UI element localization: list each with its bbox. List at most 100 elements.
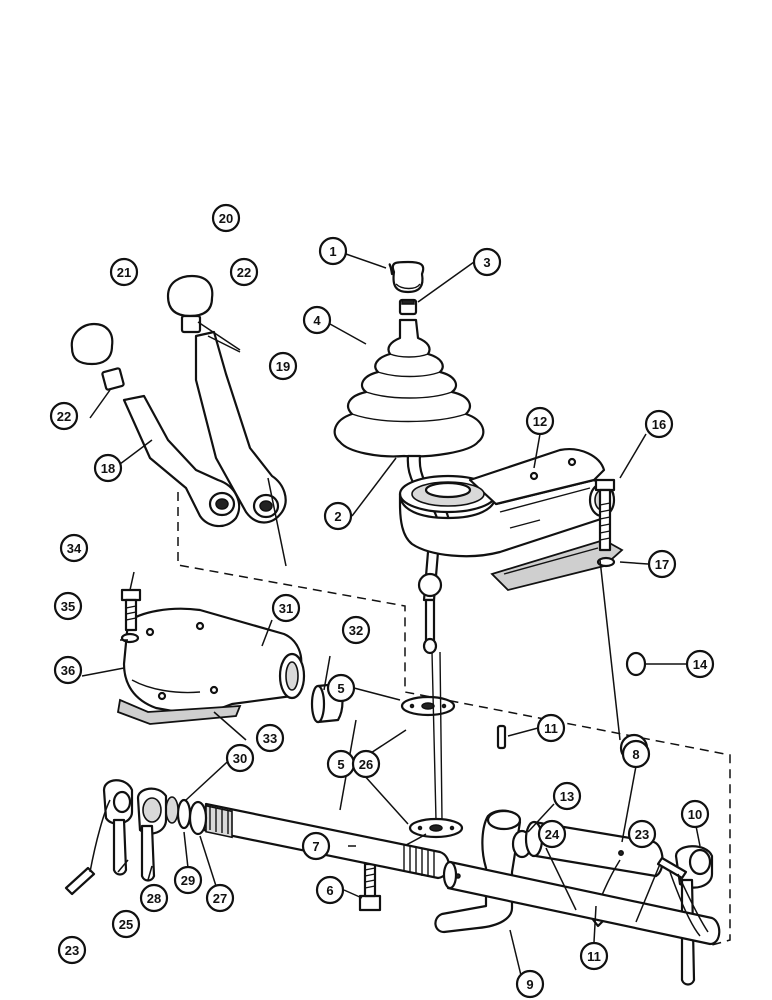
callout-5b: 5 <box>326 749 356 779</box>
callout-10: 10 <box>680 799 710 829</box>
svg-text:5: 5 <box>337 757 344 772</box>
callout-30: 30 <box>225 743 255 773</box>
callout-6: 6 <box>315 875 345 905</box>
svg-text:14: 14 <box>693 657 708 672</box>
callout-label: 26 <box>359 757 373 772</box>
callout-13: 13 <box>552 781 582 811</box>
selector-housing <box>398 448 616 558</box>
svg-text:1: 1 <box>329 244 336 259</box>
svg-text:22: 22 <box>237 265 251 280</box>
svg-text:19: 19 <box>276 359 290 374</box>
rubber-gaiter-boot <box>333 318 485 458</box>
callout-7: 7 <box>301 831 331 861</box>
svg-text:16: 16 <box>652 417 666 432</box>
selector-finger <box>434 809 522 934</box>
lever-stem-lower <box>431 651 443 821</box>
callout-4: 4 <box>302 305 332 335</box>
callout-19: 19 <box>268 351 298 381</box>
callout-32: 32 <box>341 615 371 645</box>
callout-22a: 22 <box>49 401 79 431</box>
pin-23a-link <box>89 799 111 873</box>
callout-label: 32 <box>349 623 363 638</box>
callout-label: 31 <box>279 601 293 616</box>
svg-text:8: 8 <box>632 747 639 762</box>
callout-25: 25 <box>111 909 141 939</box>
callout-label: 34 <box>67 541 82 556</box>
callout-label: 24 <box>545 827 560 842</box>
callout-35: 35 <box>53 591 83 621</box>
svg-text:10: 10 <box>688 807 702 822</box>
svg-text:17: 17 <box>655 557 669 572</box>
roll-pin-23a <box>64 866 96 896</box>
shift-lever-25 <box>102 779 134 876</box>
callout-8: 8 <box>621 739 651 769</box>
svg-text:3: 3 <box>483 255 490 270</box>
range-lever-knob-20 <box>166 274 214 334</box>
callout-label: 23 <box>635 827 649 842</box>
roll-pin-23b <box>656 856 688 880</box>
callout-36: 36 <box>53 655 83 685</box>
svg-text:6: 6 <box>326 883 333 898</box>
svg-text:11: 11 <box>587 949 601 964</box>
callout-label: 28 <box>147 891 161 906</box>
bolt-6 <box>358 862 382 912</box>
shuttle-lever-knob-21 <box>70 322 125 391</box>
callout-17: 17 <box>647 549 677 579</box>
callout-11a: 11 <box>536 713 566 743</box>
callout-2: 2 <box>323 501 353 531</box>
lock-washer-35 <box>120 632 140 644</box>
lower-housing <box>122 607 306 718</box>
bolt-34 <box>120 588 142 632</box>
callout-28: 28 <box>139 883 169 913</box>
roll-pin-11a <box>496 724 507 750</box>
ring-30 <box>165 796 179 824</box>
callout-label: 30 <box>233 751 247 766</box>
callout-label: 36 <box>61 663 75 678</box>
svg-text:22: 22 <box>57 409 71 424</box>
callout-label: 25 <box>119 917 133 932</box>
svg-text:9: 9 <box>526 977 533 992</box>
callout-14: 14 <box>685 649 715 679</box>
svg-text:20: 20 <box>219 211 233 226</box>
svg-text:4: 4 <box>313 313 321 328</box>
callout-12: 12 <box>525 406 555 436</box>
callout-22b: 22 <box>229 257 259 287</box>
svg-text:21: 21 <box>117 265 131 280</box>
callout-29: 29 <box>173 865 203 895</box>
lower-housing-gasket <box>116 698 242 725</box>
callout-16: 16 <box>644 409 674 439</box>
bolt-16 <box>594 478 616 552</box>
callout-label: 23 <box>65 943 79 958</box>
housing-gasket <box>490 539 624 591</box>
callout-26: 26 <box>351 749 381 779</box>
gear-lever-knob <box>388 260 425 294</box>
callout-24: 24 <box>537 819 567 849</box>
knob-ferrule <box>398 298 418 316</box>
svg-text:7: 7 <box>312 839 319 854</box>
callout-21: 21 <box>109 257 139 287</box>
ring-27 <box>188 800 208 836</box>
callout-31: 31 <box>271 593 301 623</box>
guide-plate-lower <box>408 817 464 839</box>
callout-9: 9 <box>515 969 545 999</box>
svg-text:2: 2 <box>334 509 341 524</box>
callout-11b: 11 <box>579 941 609 971</box>
callout-20: 20 <box>211 203 241 233</box>
svg-text:13: 13 <box>560 789 574 804</box>
callout-1: 1 <box>318 236 348 266</box>
svg-text:5: 5 <box>337 681 344 696</box>
callout-33: 33 <box>255 723 285 753</box>
svg-text:12: 12 <box>533 414 547 429</box>
svg-text:18: 18 <box>101 461 115 476</box>
expansion-plug <box>625 651 647 677</box>
callout-27: 27 <box>205 883 235 913</box>
callout-3: 3 <box>472 247 502 277</box>
pin-23b-link <box>669 871 709 937</box>
lock-washer-17 <box>596 556 616 568</box>
guide-plate-upper <box>400 695 456 717</box>
callout-34: 34 <box>59 533 89 563</box>
ring-29 <box>176 798 192 830</box>
callout-18: 18 <box>93 453 123 483</box>
callout-23a: 23 <box>57 935 87 965</box>
